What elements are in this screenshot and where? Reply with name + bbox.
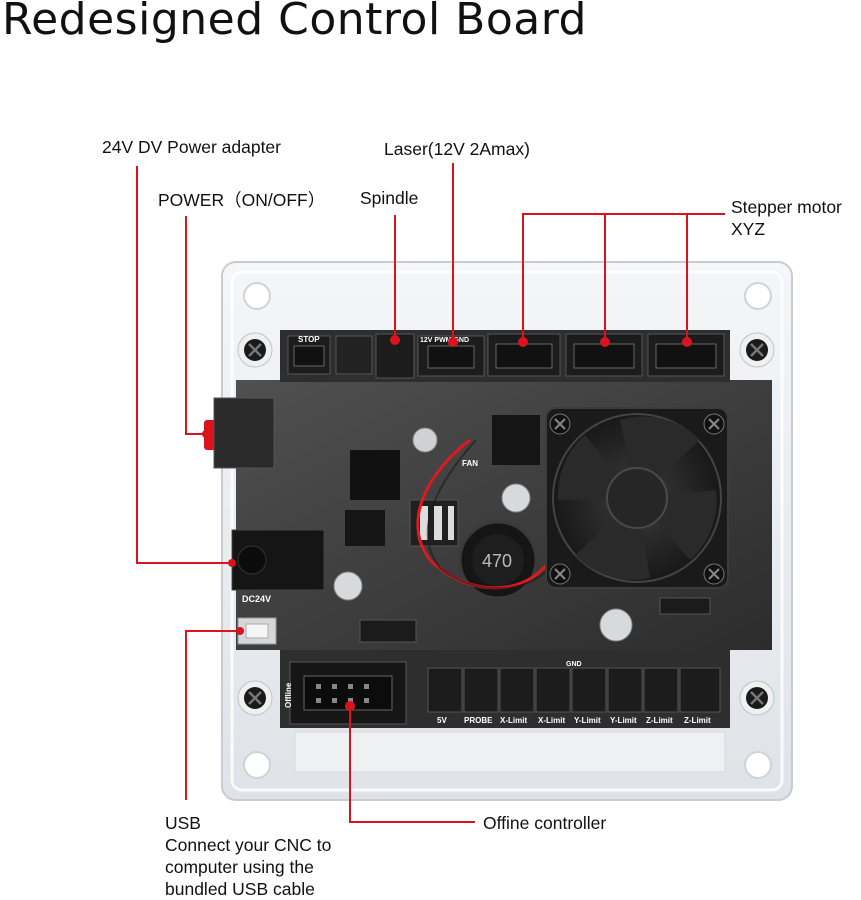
bottom-5v-label: 5V [437,716,447,725]
gnd-label: GND [566,661,582,668]
fan-label: FAN [462,459,478,468]
bottom-zlimit-b-label: Z-Limit [684,716,711,725]
bottom-xlimit-b-label: X-Limit [538,716,565,725]
usb-label: USB [165,813,201,833]
usb-desc-line-1: Connect your CNC to [165,835,332,855]
offline-controller-label: Offine controller [483,813,607,833]
bottom-ylimit-b-label: Y-Limit [610,716,637,725]
power-switch [204,397,275,469]
page-title: Redesigned Control Board [2,0,587,45]
dc-jack: DC24V [231,529,325,604]
inductor-label: 470 [482,551,512,571]
usb-desc-line-3: bundled USB cable [165,879,315,899]
top-stop-label: STOP [298,335,320,344]
power-switch-label: POWER（ON/OFF） [158,190,326,210]
bottom-connectors: Offline GND 5V PROBE X-Limit X-Limit Y-L… [284,661,721,725]
power-adapter-label: 24V DV Power adapter [102,137,281,157]
laser-label: Laser(12V 2Amax) [384,139,530,159]
inductor: 470 [458,520,538,600]
bottom-ylimit-a-label: Y-Limit [574,716,601,725]
corner-screws [237,332,775,716]
callout-leaders [136,163,725,823]
offline-header-label: Offline [284,682,293,708]
stepper-motor-label: Stepper motor [731,197,842,217]
fan-wire [416,438,562,590]
pcb-components [333,415,711,643]
bottom-xlimit-a-label: X-Limit [500,716,527,725]
top-laser-label: 12V PWM GND [420,337,469,344]
stepper-axes-label: XYZ [731,219,766,239]
cooling-fan [545,407,729,589]
usb-port [237,617,277,645]
bottom-probe-label: PROBE [464,716,493,725]
dc-label: DC24V [242,594,271,604]
usb-callout: USB Connect your CNC to computer using t… [165,812,331,900]
callout-dots [202,335,692,711]
bottom-zlimit-a-label: Z-Limit [646,716,673,725]
spindle-label: Spindle [360,188,419,208]
usb-desc-line-2: computer using the [165,857,314,877]
top-connectors: STOP 12V PWM GND [287,333,725,379]
